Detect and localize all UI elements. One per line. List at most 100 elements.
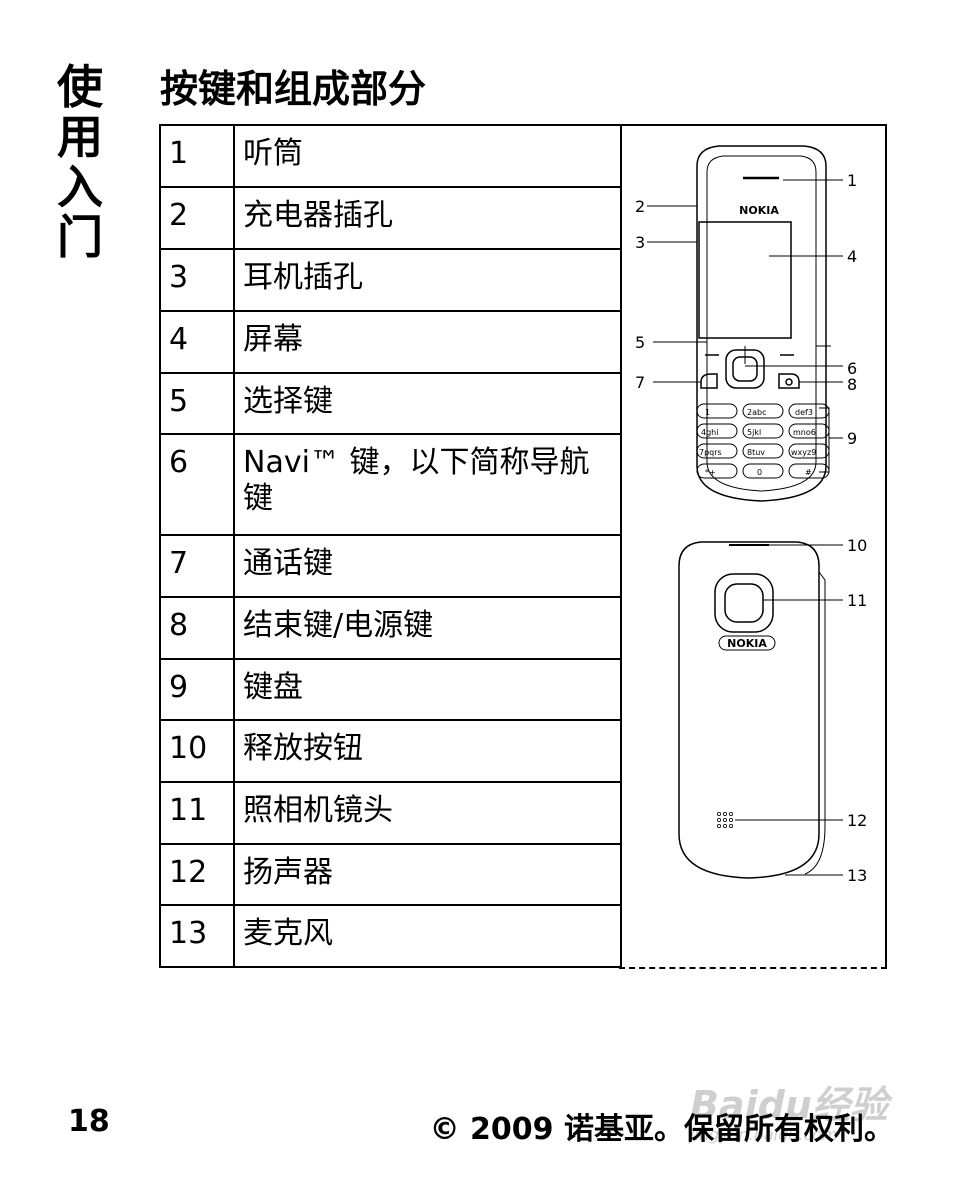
power-symbol-icon bbox=[785, 378, 793, 386]
key-label: 4ghi bbox=[701, 428, 718, 437]
keypad-key-1 bbox=[696, 403, 738, 419]
part-label: 充电器插孔 bbox=[233, 186, 622, 250]
key-label: 2abc bbox=[747, 408, 766, 417]
section-title-vertical: 使 用 入 门 bbox=[52, 62, 108, 262]
phone-diagram-panel: 1 2abc def3 4ghi 5jkl mno6 7pqrs 8tuv wx… bbox=[619, 124, 887, 969]
table-row: 3 耳机插孔 bbox=[159, 248, 622, 312]
phone-back-view bbox=[678, 541, 826, 879]
phone-front-inner bbox=[706, 155, 817, 492]
part-label: 屏幕 bbox=[233, 310, 622, 374]
key-label: def3 bbox=[795, 408, 813, 417]
speaker-icon bbox=[717, 812, 734, 829]
section-title-char: 入 bbox=[57, 160, 103, 214]
page-number: 18 bbox=[68, 1104, 110, 1139]
callout-number: 8 bbox=[847, 375, 857, 394]
phone-front-view bbox=[696, 145, 831, 502]
key-label: 0 bbox=[757, 468, 762, 477]
part-number: 9 bbox=[159, 658, 235, 721]
part-label: 通话键 bbox=[233, 534, 622, 598]
key-label: mno6 bbox=[793, 428, 816, 437]
key-label: 7pqrs bbox=[699, 448, 722, 457]
table-row: 4 屏幕 bbox=[159, 310, 622, 374]
table-row: 8 结束键/电源键 bbox=[159, 596, 622, 660]
callout-number: 2 bbox=[635, 197, 645, 216]
keypad-labels: 1 2abc def3 4ghi 5jkl mno6 7pqrs 8tuv wx… bbox=[699, 408, 816, 477]
part-number: 8 bbox=[159, 596, 235, 660]
key-label: *+ bbox=[705, 468, 716, 477]
callout-number: 13 bbox=[847, 866, 867, 885]
table-row: 11 照相机镜头 bbox=[159, 781, 622, 845]
watermark-logo: Baidu经验 bbox=[690, 1083, 888, 1127]
brand-logo-back-frame bbox=[718, 635, 776, 651]
part-label: 照相机镜头 bbox=[233, 781, 622, 845]
end-key-icon bbox=[778, 373, 800, 389]
part-number: 5 bbox=[159, 372, 235, 435]
camera-housing-icon bbox=[714, 573, 774, 633]
part-number: 1 bbox=[159, 124, 235, 188]
part-label: 听筒 bbox=[233, 124, 622, 188]
watermark-url: jingyan.baidu.com bbox=[690, 1125, 838, 1144]
part-number: 12 bbox=[159, 843, 235, 906]
callout-lines bbox=[647, 179, 843, 876]
callout-number: 4 bbox=[847, 247, 857, 266]
phone-diagram: 1 2abc def3 4ghi 5jkl mno6 7pqrs 8tuv wx… bbox=[635, 145, 867, 885]
page-heading: 按键和组成部分 bbox=[160, 67, 427, 111]
section-title-char: 使 bbox=[57, 60, 103, 114]
key-label: 5jkl bbox=[747, 428, 761, 437]
part-label: 耳机插孔 bbox=[233, 248, 622, 312]
watermark: Baidu经验 jingyan.baidu.com bbox=[690, 1085, 888, 1144]
part-label: 释放按钮 bbox=[233, 719, 622, 783]
section-title-char: 用 bbox=[57, 110, 103, 164]
table-row: 2 充电器插孔 bbox=[159, 186, 622, 250]
copyright-notice: © 2009 诺基亚。保留所有权利。 bbox=[429, 1112, 894, 1147]
keypad-key-star bbox=[696, 463, 738, 479]
callout-number: 1 bbox=[847, 171, 857, 190]
parts-table: 1 听筒 2 充电器插孔 3 耳机插孔 4 屏幕 5 选择键 6 Navi™ 键… bbox=[159, 124, 622, 968]
table-row: 10 释放按钮 bbox=[159, 719, 622, 783]
part-label: 扬声器 bbox=[233, 843, 622, 906]
key-label: wxyz9 bbox=[791, 448, 816, 457]
brand-logo-back: NOKIA bbox=[727, 637, 767, 650]
key-label: 8tuv bbox=[747, 448, 765, 457]
key-label: # bbox=[805, 468, 812, 477]
call-key-icon bbox=[700, 373, 718, 389]
keypad-key-2 bbox=[742, 403, 784, 419]
phone-back-outline bbox=[678, 541, 820, 879]
table-row: 5 选择键 bbox=[159, 372, 622, 435]
keypad-key-5 bbox=[742, 423, 784, 439]
part-number: 11 bbox=[159, 781, 235, 845]
camera-lens-icon bbox=[724, 583, 764, 623]
part-number: 13 bbox=[159, 904, 235, 968]
callout-number: 10 bbox=[847, 536, 867, 555]
section-title-char: 门 bbox=[57, 210, 103, 264]
callout-number: 9 bbox=[847, 429, 857, 448]
part-label: 键盘 bbox=[233, 658, 622, 721]
table-row: 6 Navi™ 键，以下简称导航键 bbox=[159, 433, 622, 536]
callout-number: 11 bbox=[847, 591, 867, 610]
part-number: 3 bbox=[159, 248, 235, 312]
part-number: 2 bbox=[159, 186, 235, 250]
part-label: 结束键/电源键 bbox=[233, 596, 622, 660]
part-label: 选择键 bbox=[233, 372, 622, 435]
key-label: 1 bbox=[705, 408, 710, 417]
table-row: 1 听筒 bbox=[159, 124, 622, 188]
callout-number: 7 bbox=[635, 373, 645, 392]
table-row: 12 扬声器 bbox=[159, 843, 622, 906]
part-number: 6 bbox=[159, 433, 235, 536]
callout-number: 12 bbox=[847, 811, 867, 830]
table-row: 13 麦克风 bbox=[159, 904, 622, 968]
part-label: 麦克风 bbox=[233, 904, 622, 968]
phone-front-outline bbox=[696, 145, 827, 502]
part-label: Navi™ 键，以下简称导航键 bbox=[233, 433, 622, 536]
screen-icon bbox=[698, 221, 792, 339]
callout-number: 3 bbox=[635, 233, 645, 252]
part-number: 4 bbox=[159, 310, 235, 374]
callout-number: 6 bbox=[847, 359, 857, 378]
phone-back-side-edge bbox=[804, 571, 826, 875]
callout-number: 5 bbox=[635, 333, 645, 352]
brand-logo-front: NOKIA bbox=[739, 204, 779, 217]
part-number: 7 bbox=[159, 534, 235, 598]
table-row: 7 通话键 bbox=[159, 534, 622, 598]
table-row: 9 键盘 bbox=[159, 658, 622, 721]
part-number: 10 bbox=[159, 719, 235, 783]
